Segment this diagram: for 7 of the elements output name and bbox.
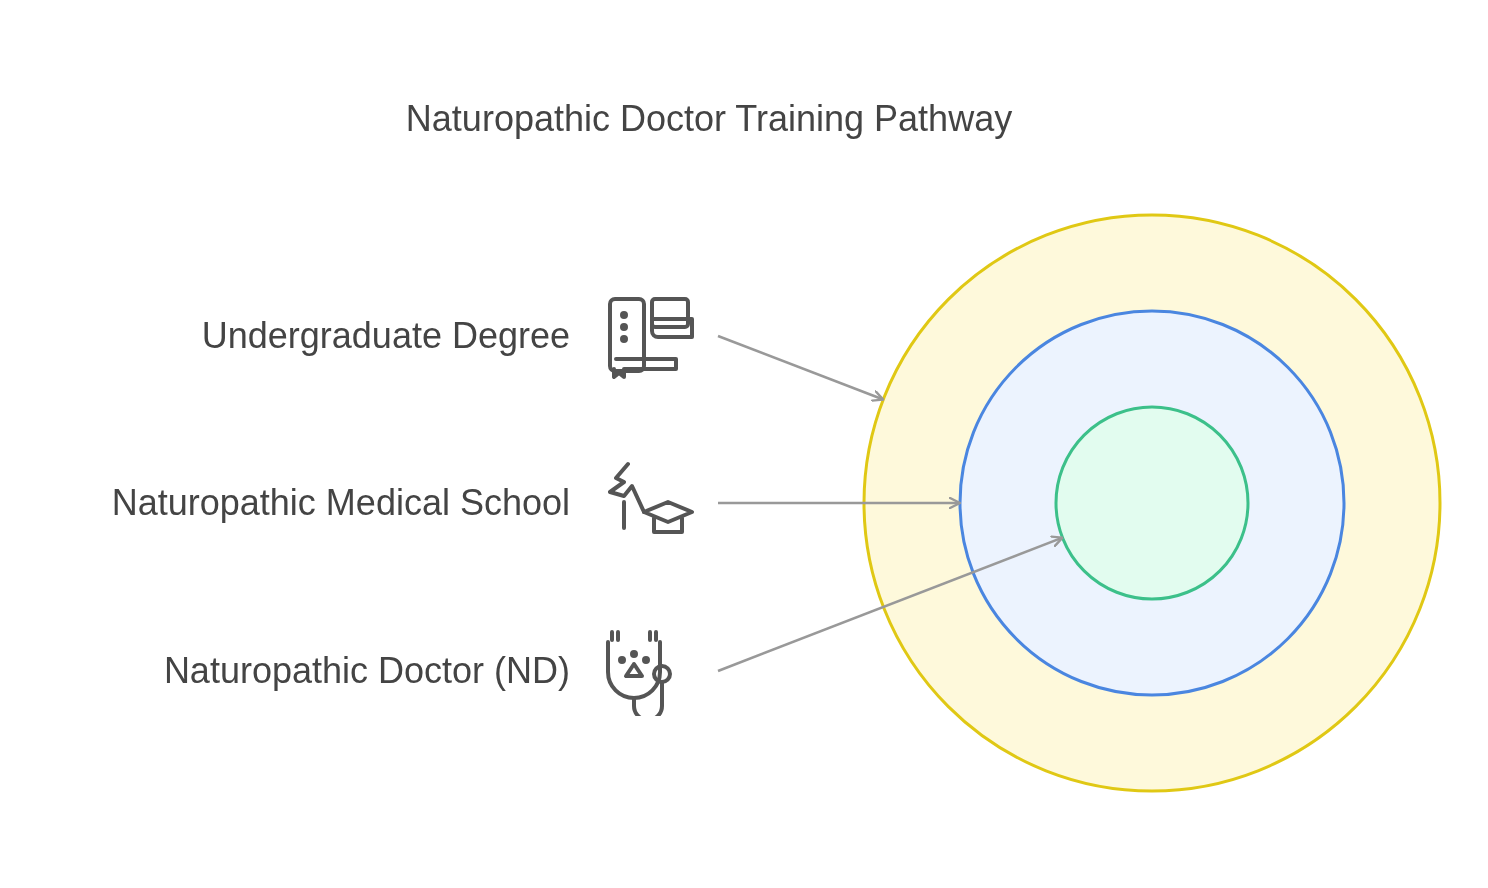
- arrow: [718, 496, 962, 510]
- step-label: Naturopathic Medical School: [111, 482, 570, 524]
- step-label: Naturopathic Doctor (ND): [163, 650, 570, 692]
- diagram-title: Naturopathic Doctor Training Pathway: [404, 98, 1014, 140]
- arrow: [717, 334, 885, 402]
- arrow: [717, 535, 1064, 673]
- step-label: Undergraduate Degree: [201, 315, 570, 357]
